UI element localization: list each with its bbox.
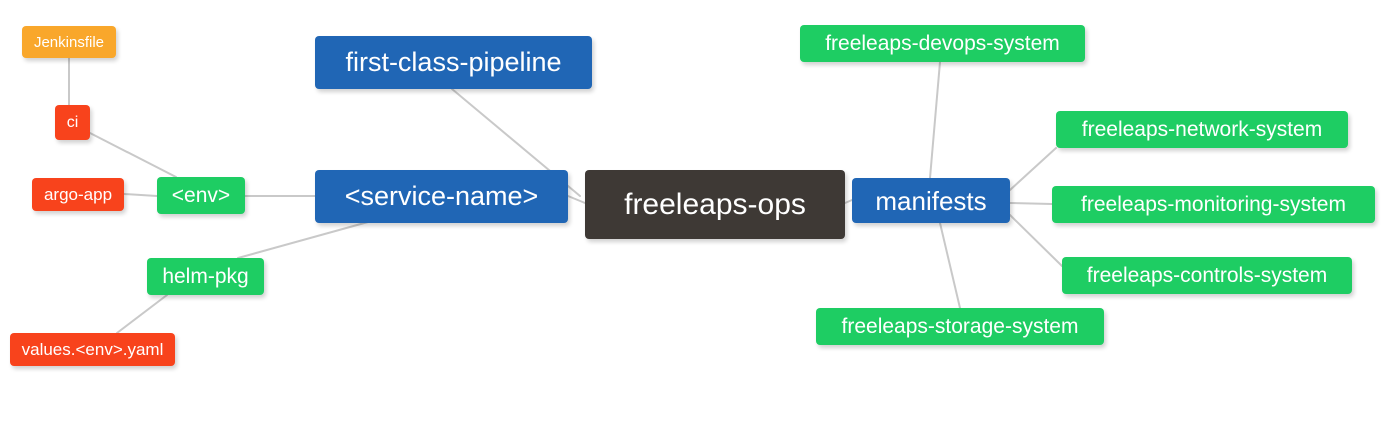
- node-label-argo-app: argo-app: [43, 185, 113, 204]
- node-label-helm-pkg: helm-pkg: [162, 265, 249, 288]
- node-label-freeleaps-monitoring-system: freeleaps-monitoring-system: [1081, 193, 1346, 216]
- edge-helm-pkg-to-values-env-yaml: [116, 294, 168, 334]
- edge-freeleaps-ops-to-manifests: [844, 199, 853, 204]
- node-freeleaps-network-system[interactable]: freeleaps-network-system: [1056, 111, 1348, 148]
- node-label-values-env-yaml: values.<env>.yaml: [21, 340, 164, 359]
- node-freeleaps-ops[interactable]: freeleaps-ops: [585, 170, 845, 239]
- edge-manifests-to-freeleaps-storage-system: [939, 222, 961, 309]
- node-label-service-name: <service-name>: [344, 181, 539, 211]
- node-first-class-pipeline[interactable]: first-class-pipeline: [315, 36, 592, 89]
- edge-service-name-to-helm-pkg: [237, 221, 369, 259]
- node-label-env: <env>: [171, 184, 231, 207]
- edge-manifests-to-freeleaps-monitoring-system: [1009, 202, 1053, 205]
- node-service-name[interactable]: <service-name>: [315, 170, 568, 223]
- node-argo-app[interactable]: argo-app: [32, 178, 124, 211]
- node-label-freeleaps-storage-system: freeleaps-storage-system: [841, 315, 1079, 338]
- node-freeleaps-storage-system[interactable]: freeleaps-storage-system: [816, 308, 1104, 345]
- node-label-jenkinsfile: Jenkinsfile: [33, 33, 105, 51]
- node-label-freeleaps-devops-system: freeleaps-devops-system: [825, 32, 1060, 55]
- node-freeleaps-devops-system[interactable]: freeleaps-devops-system: [800, 25, 1085, 62]
- edge-manifests-to-freeleaps-network-system: [1009, 147, 1057, 191]
- edge-freeleaps-ops-to-service-name: [567, 195, 586, 204]
- node-helm-pkg[interactable]: helm-pkg: [147, 258, 264, 295]
- node-values-env-yaml[interactable]: values.<env>.yaml: [10, 333, 175, 366]
- node-freeleaps-monitoring-system[interactable]: freeleaps-monitoring-system: [1052, 186, 1375, 223]
- node-ci[interactable]: ci: [55, 105, 90, 140]
- node-env[interactable]: <env>: [157, 177, 245, 214]
- edge-env-to-argo-app: [123, 193, 158, 197]
- node-label-manifests: manifests: [875, 185, 987, 216]
- node-label-freeleaps-network-system: freeleaps-network-system: [1081, 118, 1323, 141]
- node-label-first-class-pipeline: first-class-pipeline: [345, 47, 562, 77]
- edge-env-to-ci: [89, 132, 177, 178]
- node-label-ci: ci: [66, 113, 79, 131]
- edge-manifests-to-freeleaps-devops-system: [929, 61, 941, 179]
- node-label-freeleaps-ops: freeleaps-ops: [624, 187, 806, 221]
- node-jenkinsfile[interactable]: Jenkinsfile: [22, 26, 116, 58]
- node-freeleaps-controls-system[interactable]: freeleaps-controls-system: [1062, 257, 1352, 294]
- node-manifests[interactable]: manifests: [852, 178, 1010, 223]
- node-label-freeleaps-controls-system: freeleaps-controls-system: [1086, 264, 1328, 287]
